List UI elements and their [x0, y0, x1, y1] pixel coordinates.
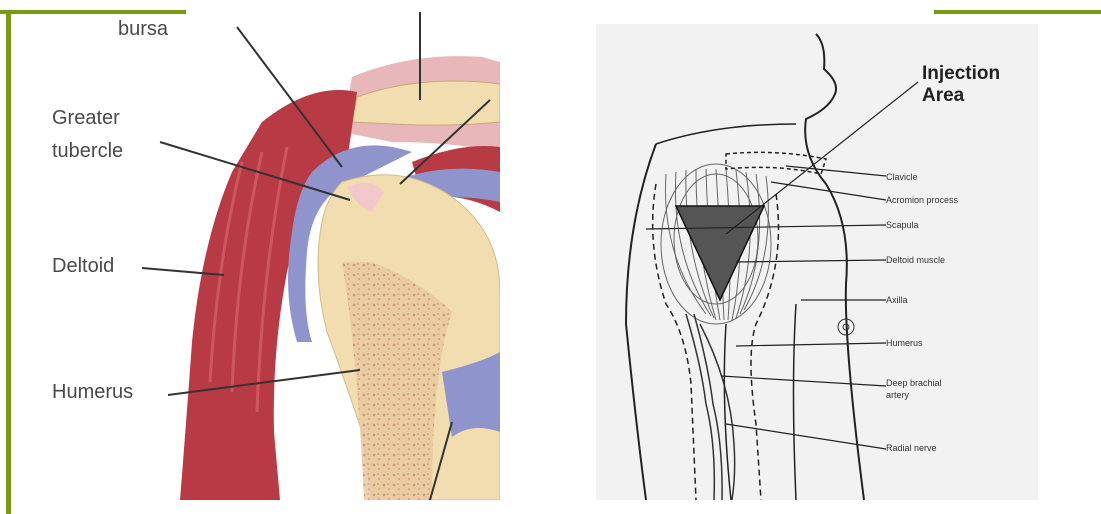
injection-site-svg — [596, 24, 1038, 500]
frame-left-bar — [6, 10, 11, 514]
label-axilla: Axilla — [886, 295, 908, 305]
label-clavicle: Clavicle — [886, 172, 918, 182]
label-humerus: Humerus — [52, 381, 133, 404]
label-scapula: Scapula — [886, 220, 919, 230]
frame-top-right-bar — [934, 10, 1101, 14]
injection-site-diagram — [596, 24, 1038, 500]
label-radial-nerve: Radial nerve — [886, 443, 937, 453]
label-humerus-right: Humerus — [886, 338, 923, 348]
label-bursa: bursa — [118, 18, 168, 41]
label-area: Area — [922, 86, 964, 106]
label-deltoid-muscle: Deltoid muscle — [886, 255, 945, 265]
label-deep-brachial-line1: Deep brachial — [886, 378, 942, 388]
label-greater-tubercle-line1: Greater — [52, 107, 120, 130]
label-deep-brachial-line2: artery — [886, 390, 909, 400]
label-acromion-process: Acromion process — [886, 195, 958, 205]
label-greater-tubercle-line2: tubercle — [52, 140, 123, 163]
label-injection: Injection — [922, 64, 1000, 84]
label-deltoid: Deltoid — [52, 255, 114, 278]
